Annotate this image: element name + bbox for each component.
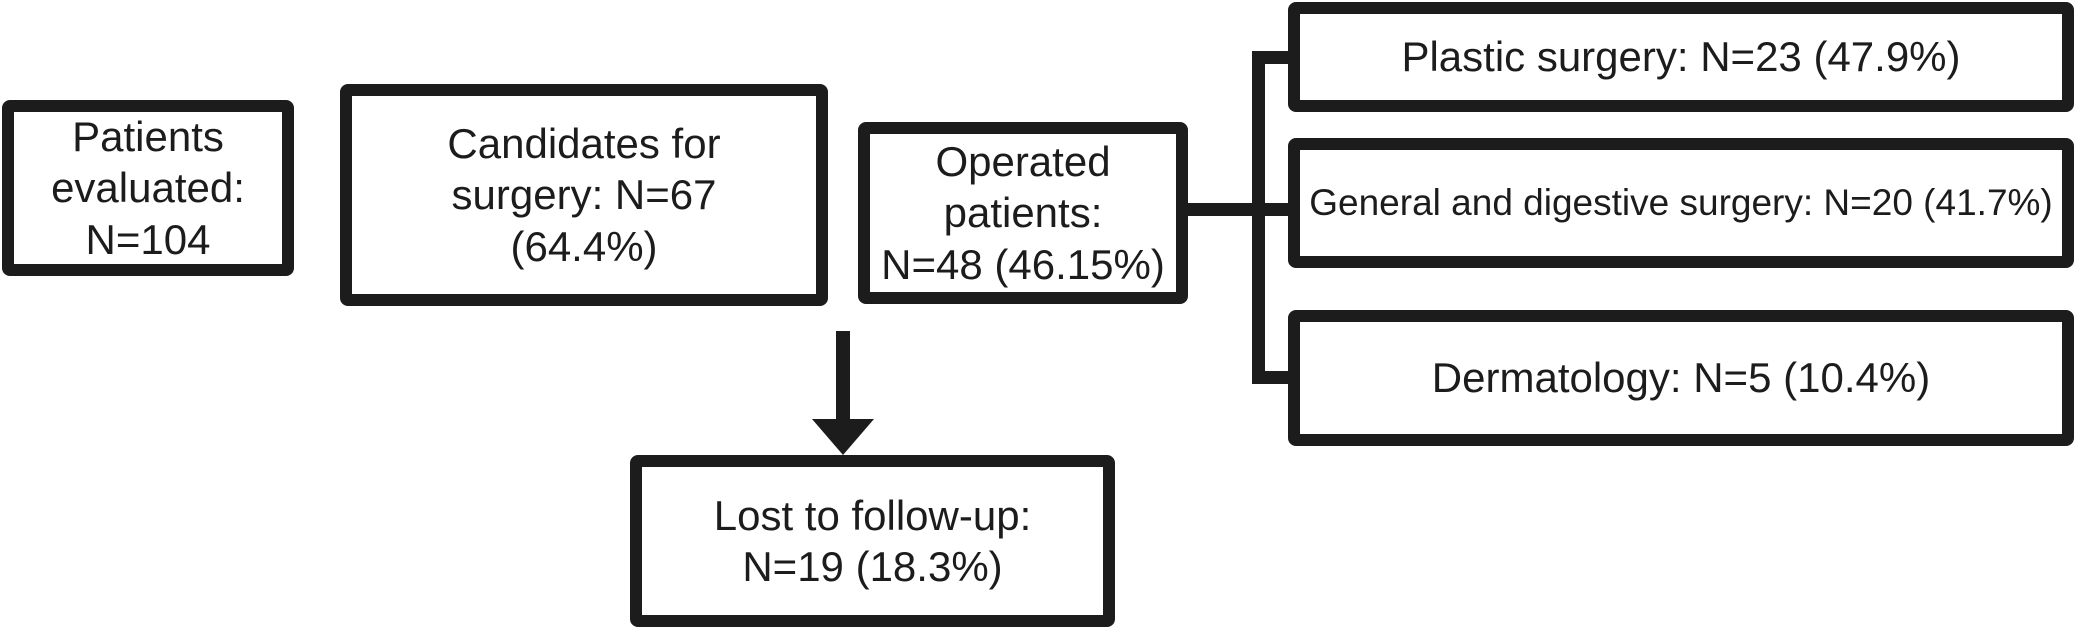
node-label-line: evaluated:	[51, 164, 245, 212]
node-label-line: (64.4%)	[510, 222, 658, 270]
node-patients-evaluated: Patients evaluated: N=104	[2, 100, 294, 276]
node-operated-patients: Operated patients: N=48 (46.15%)	[858, 122, 1188, 304]
node-lost-to-follow-up: Lost to follow-up: N=19 (18.3%)	[630, 455, 1115, 627]
connector-bracket-to-plastic	[1252, 51, 1290, 64]
node-label-line: N=104	[85, 215, 211, 263]
node-plastic-surgery: Plastic surgery: N=23 (47.9%)	[1288, 2, 2074, 112]
node-label-line: N=48 (46.15%)	[881, 240, 1165, 288]
connector-bracket-vertical	[1252, 51, 1265, 384]
node-label-line: Operated	[935, 138, 1111, 186]
node-candidates-for-surgery: Candidates for surgery: N=67 (64.4%)	[340, 84, 828, 306]
node-label-line: Patients	[72, 113, 224, 161]
down-arrow-head-icon	[812, 419, 874, 455]
down-arrow-stem	[836, 331, 850, 421]
node-label-line: surgery: N=67	[451, 171, 717, 219]
node-label-line: Dermatology: N=5 (10.4%)	[1431, 354, 1931, 402]
node-general-digestive-surgery: General and digestive surgery: N=20 (41.…	[1288, 138, 2074, 268]
connector-bracket-to-dermatology	[1252, 371, 1290, 384]
node-label-line: Plastic surgery: N=23 (47.9%)	[1401, 33, 1961, 81]
node-label-line: Candidates for	[447, 120, 721, 168]
connector-operated-to-bracket	[1184, 203, 1290, 216]
node-label-line: General and digestive surgery: N=20 (41.…	[1309, 182, 2053, 224]
node-dermatology: Dermatology: N=5 (10.4%)	[1288, 310, 2074, 446]
node-label-line: patients:	[943, 189, 1103, 237]
node-label-line: N=19 (18.3%)	[742, 543, 1003, 590]
node-label-line: Lost to follow-up:	[713, 491, 1032, 539]
